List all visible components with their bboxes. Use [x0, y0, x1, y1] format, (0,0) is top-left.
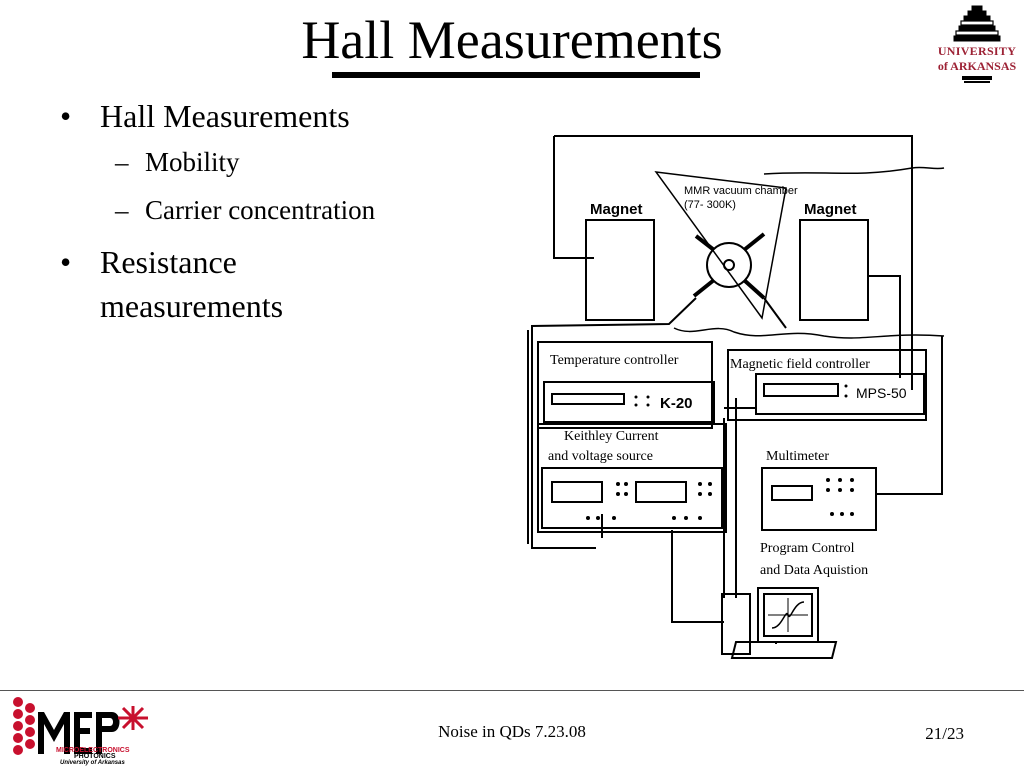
mps50-label: MPS-50	[856, 385, 907, 401]
sub-bullet-item: – Mobility	[60, 138, 500, 186]
wire	[763, 166, 945, 175]
sub-bullet-text: Mobility	[145, 147, 240, 177]
wire	[763, 297, 787, 329]
keithley-box	[537, 423, 727, 533]
temp-controller-label: Temperature controller	[550, 353, 679, 368]
wire	[673, 327, 945, 339]
bullet-item: • Hall Measurements	[60, 94, 500, 138]
wire	[553, 136, 594, 259]
bullet-text: Hall Measurements	[100, 98, 350, 134]
magnet-left-box	[585, 219, 655, 321]
multimeter-device	[761, 467, 877, 531]
wire	[896, 275, 901, 378]
keithley-label-2: and voltage source	[548, 449, 653, 464]
university-logo: UNIVERSITY of ARKANSAS	[934, 4, 1020, 84]
page-number: 21/23	[925, 724, 964, 743]
wire	[671, 530, 724, 623]
footer-divider	[0, 690, 1024, 691]
logo-base-icon	[962, 76, 992, 83]
probe	[694, 234, 716, 252]
sub-bullet-marker: –	[115, 147, 129, 177]
sample-holder	[706, 242, 752, 288]
mep-logo-icon: MICROELECTRONICS PHOTONICS University of…	[13, 697, 148, 766]
probe	[742, 232, 766, 252]
temp-controller-box	[537, 341, 713, 429]
monitor-screen	[763, 593, 813, 637]
multimeter-label: Multimeter	[766, 449, 829, 464]
keithley-display-2	[635, 481, 687, 503]
title-underline	[332, 72, 700, 78]
probe	[692, 278, 716, 298]
mep-line3: University of Arkansas	[60, 760, 125, 766]
bullet-marker: •	[60, 98, 72, 134]
sub-bullet-item: – Carrier concentration	[60, 186, 500, 234]
program-label-1: Program Control	[760, 541, 855, 556]
mps50-device	[755, 373, 925, 415]
magnet-right-label: Magnet	[804, 201, 857, 218]
bullet-text: Resistance measurements	[100, 244, 284, 324]
slide-title: Hall Measurements	[301, 10, 723, 70]
program-label-2: and Data Aquistion	[760, 563, 868, 578]
k20-label: K-20	[660, 395, 693, 412]
mep-line1: MICROELECTRONICS	[56, 747, 130, 754]
field-controller-box	[727, 349, 927, 421]
sub-bullet-marker: –	[115, 195, 129, 225]
university-logo-line2: of ARKANSAS	[937, 59, 1017, 73]
keithley-device	[541, 467, 723, 529]
bullet-marker: •	[60, 244, 72, 280]
wire	[531, 297, 697, 549]
hall-setup-diagram: MMR vacuum chamber (77- 300K) Magnet Mag…	[527, 135, 945, 659]
k20-display	[551, 393, 625, 405]
old-main-tower-icon	[953, 5, 1001, 42]
keyboard	[730, 641, 838, 659]
bullet-item: • Resistance measurements	[60, 240, 360, 328]
field-controller-label: Magnetic field controller	[730, 357, 870, 372]
chamber-label-1: MMR vacuum chamber	[684, 185, 798, 197]
wire	[876, 336, 943, 495]
mep-line2: PHOTONICS	[74, 753, 116, 760]
magnet-left-label: Magnet	[590, 201, 643, 218]
wire	[554, 135, 913, 168]
magnet-right-box	[799, 219, 869, 321]
keithley-label-1: Keithley Current	[564, 429, 659, 444]
multimeter-display	[771, 485, 813, 501]
computer-tower	[721, 593, 751, 655]
mep-logo: MICROELECTRONICS PHOTONICS University of…	[8, 692, 158, 766]
university-logo-line1: UNIVERSITY	[937, 44, 1017, 58]
probe	[742, 278, 766, 300]
bullet-list: • Hall Measurements – Mobility – Carrier…	[60, 94, 500, 328]
chamber-label-2: (77- 300K)	[684, 199, 736, 211]
mps50-display	[763, 383, 839, 397]
footer-text: Noise in QDs 7.23.08	[438, 722, 586, 741]
k20-device	[543, 381, 715, 423]
keithley-display-1	[551, 481, 603, 503]
sub-bullet-text: Carrier concentration	[145, 195, 376, 225]
sample-center	[723, 259, 735, 271]
